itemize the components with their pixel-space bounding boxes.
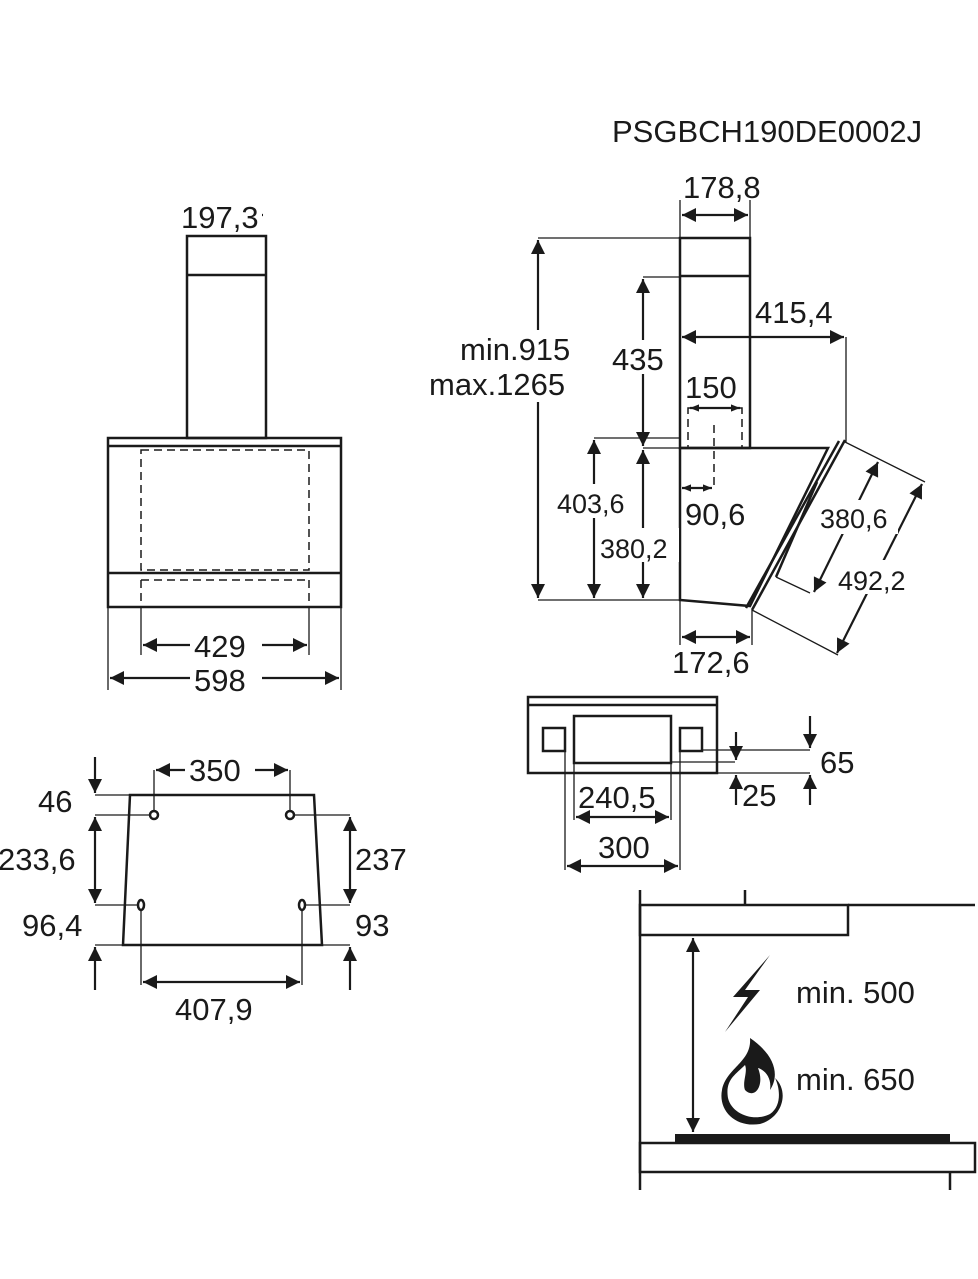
dim-chimney-width: 197,3 [181,200,259,235]
dim-hole-spacing-top: 350 [189,753,241,788]
clearance-electric: min. 500 [796,975,915,1010]
dim-duct-offset: 90,6 [685,497,745,532]
side-view [531,200,926,656]
mounting-template [88,757,357,990]
dim-body-height-inner: 380,2 [600,534,668,564]
dim-panel-outer: 492,2 [838,566,906,596]
dim-right-mid: 237 [355,842,407,877]
dim-projection: 415,4 [755,295,833,330]
dim-total-width: 598 [194,663,246,698]
flame-icon [721,1038,783,1125]
dim-base-depth: 172,6 [672,645,750,680]
top-view [526,695,817,873]
dim-offset-a: 65 [820,745,854,780]
dim-top-outer-width: 300 [598,830,650,865]
product-code: PSGBCH190DE0002J [612,114,922,149]
front-view [106,208,343,690]
dim-body-height-outer: 403,6 [557,489,625,519]
dim-hole-spacing-bottom: 407,9 [175,992,253,1027]
dim-inner-width: 429 [194,629,246,664]
dim-left-bottom: 96,4 [22,908,82,943]
dim-left-top: 46 [38,784,72,819]
dim-height-min: min.915 [460,332,570,367]
dim-left-mid: 233,6 [0,842,76,877]
dim-offset-b: 25 [742,778,776,813]
clearance-diagram [638,890,977,1190]
dim-right-bottom: 93 [355,908,389,943]
dim-chimney-depth: 178,8 [683,170,761,205]
dim-panel-inner: 380,6 [820,504,888,534]
lightning-icon [725,955,770,1032]
dim-height-max: max.1265 [429,367,565,402]
dim-top-inner-width: 240,5 [578,780,656,815]
dim-chimney-lower: 435 [612,342,664,377]
dim-duct: 150 [685,370,737,405]
clearance-gas: min. 650 [796,1062,915,1097]
